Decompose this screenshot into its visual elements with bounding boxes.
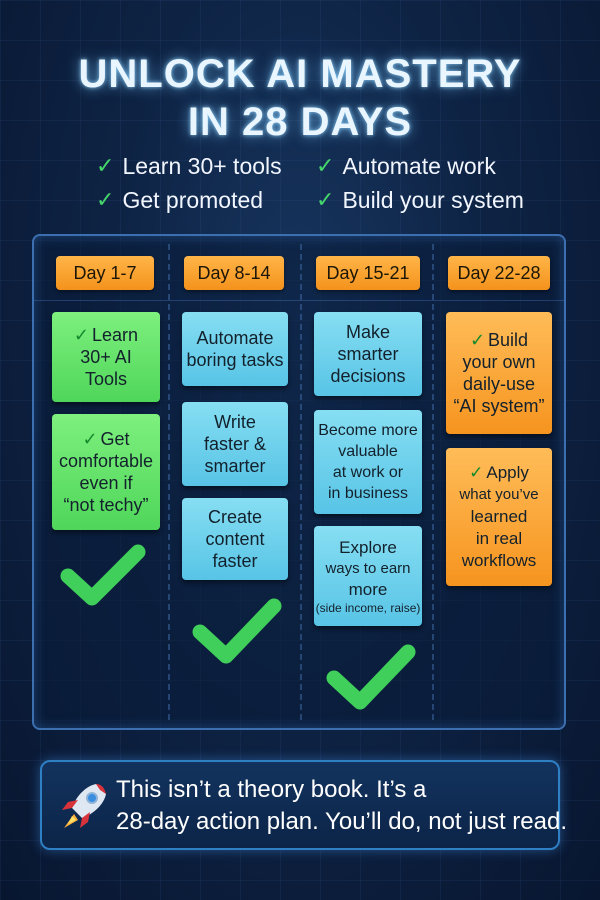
column-divider [168,244,171,720]
day-badge-3: Day 15-21 [316,256,420,290]
schedule-board: Day 1-7 Day 8-14 Day 15-21 Day 22-28 ✓Le… [32,234,566,730]
check-icon: ✓ [469,463,484,482]
header-divider [34,300,564,301]
day-badge-2: Day 8-14 [184,256,284,290]
task-card: Explore ways to earn more (side income, … [314,526,422,626]
task-card: ✓Get comfortable even if “not techy” [52,414,160,530]
check-icon: ✓ [73,325,90,345]
column-divider [300,244,303,720]
column-divider [432,244,435,720]
task-card: Become more valuable at work or in busin… [314,410,422,514]
day-badge-1: Day 1-7 [56,256,154,290]
check-icon: ✓ [82,429,98,449]
check-icon: ✓ [316,187,335,212]
check-icon: ✓ [96,187,115,212]
callout-line-2: 28-day action plan. You’ll do, not just … [116,808,567,835]
benefit-item: ✓Get promoted [96,186,264,213]
task-card: ✓Learn 30+ AI Tools [52,312,160,402]
rocket-icon [62,784,106,828]
title-line-1: UNLOCK AI MASTERY [78,52,522,96]
task-card: Write faster & smarter [182,402,288,486]
callout-line-1: This isn’t a theory book. It’s a [116,776,427,803]
large-check-icon [192,598,282,664]
benefits-list: ✓Learn 30+ tools ✓Automate work ✓Get pro… [96,152,556,214]
day-badge-4: Day 22-28 [448,256,550,290]
task-card: ✓Apply what you’ve learned in real workf… [446,448,552,586]
benefit-item: ✓Automate work [316,152,496,179]
page-title: UNLOCK AI MASTERY IN 28 DAYS [0,50,600,146]
task-card: Create content faster [182,498,288,580]
check-icon: ✓ [469,330,486,350]
large-check-icon [60,544,146,606]
callout-text: This isn’t a theory book. It’s a 28-day … [116,774,567,838]
benefit-item: ✓Build your system [316,186,524,213]
task-card: ✓Build your own daily-use “AI system” [446,312,552,434]
large-check-icon [326,644,416,710]
title-line-2: IN 28 DAYS [187,100,413,144]
check-icon: ✓ [96,153,115,178]
task-card: Make smarter decisions [314,312,422,396]
check-icon: ✓ [316,153,335,178]
benefit-item: ✓Learn 30+ tools [96,152,282,179]
callout-banner: This isn’t a theory book. It’s a 28-day … [40,760,567,850]
task-card: Automate boring tasks [182,312,288,386]
